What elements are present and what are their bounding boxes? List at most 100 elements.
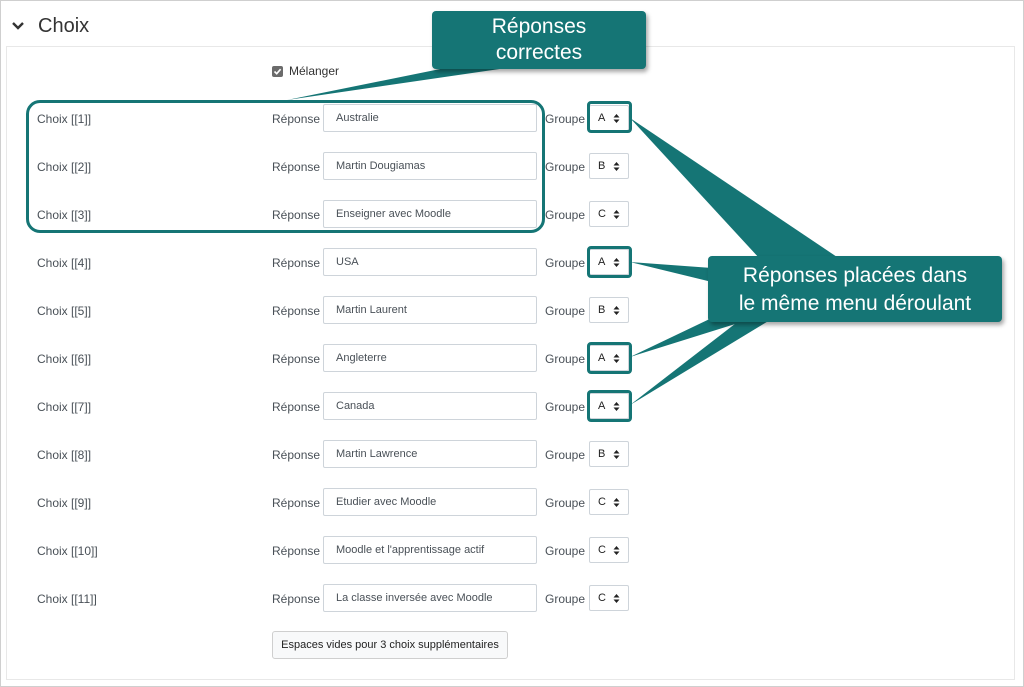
answer-label: Réponse — [272, 400, 321, 414]
answer-label: Réponse — [272, 112, 321, 126]
section-header[interactable]: Choix — [10, 12, 89, 40]
callout-correct-line1: Réponses — [491, 15, 587, 38]
shuffle-checkbox[interactable] — [272, 65, 283, 77]
group-select-value: A — [598, 112, 606, 124]
group-select-value: C — [598, 208, 606, 220]
check-icon — [273, 68, 282, 75]
group-label: Groupe — [545, 544, 586, 558]
choice-row: Choix [[1]]RéponseGroupeA — [0, 104, 700, 134]
group-select[interactable]: B — [589, 441, 629, 467]
answer-input[interactable] — [323, 344, 537, 372]
answer-label: Réponse — [272, 160, 321, 174]
select-arrows-icon — [613, 402, 620, 411]
answer-input[interactable] — [323, 296, 537, 324]
group-select-value: C — [598, 544, 606, 556]
group-select-value: C — [598, 592, 606, 604]
group-select-value: C — [598, 496, 606, 508]
answer-input[interactable] — [323, 584, 537, 612]
choice-label: Choix [[7]] — [37, 400, 92, 414]
group-select-value: B — [598, 160, 606, 172]
pointer-to-highlight — [287, 66, 520, 100]
group-label: Groupe — [545, 256, 586, 270]
choice-label: Choix [[8]] — [37, 448, 92, 462]
select-arrows-icon — [613, 306, 620, 315]
choice-row: Choix [[11]] Réponse Groupe C — [0, 584, 700, 614]
select-arrows-icon — [613, 354, 620, 363]
group-select-value: B — [598, 304, 606, 316]
group-label: Groupe — [545, 208, 586, 222]
group-label: Groupe — [545, 592, 586, 606]
choice-label: Choix [[11]] — [37, 592, 97, 606]
select-arrows-icon — [613, 162, 620, 171]
answer-input[interactable] — [323, 536, 537, 564]
group-label: Groupe — [545, 304, 586, 318]
group-select-value: B — [598, 448, 606, 460]
select-arrows-icon — [613, 498, 620, 507]
select-arrows-icon — [613, 114, 620, 123]
answer-input[interactable] — [323, 392, 537, 420]
group-label: Groupe — [545, 496, 586, 510]
answer-input[interactable] — [323, 152, 537, 180]
choice-label: Choix [[2]] — [37, 160, 92, 174]
group-label: Groupe — [545, 352, 586, 366]
group-select[interactable]: A — [589, 249, 629, 275]
group-select[interactable]: C — [589, 537, 629, 563]
answer-label: Réponse — [272, 208, 321, 222]
choice-label: Choix [[4]] — [37, 256, 92, 270]
choice-label: Choix [[6]] — [37, 352, 92, 366]
group-select[interactable]: C — [589, 585, 629, 611]
callout-same-menu-line1: Réponses placées dans — [742, 264, 968, 287]
choice-row: Choix [[4]]RéponseGroupeA — [0, 248, 700, 278]
select-arrows-icon — [613, 258, 620, 267]
group-select[interactable]: C — [589, 201, 629, 227]
group-highlight-choice-7 — [587, 390, 632, 422]
answer-label: Réponse — [272, 592, 321, 606]
choice-row: Choix [[10]]RéponseGroupeC — [0, 536, 700, 566]
choice-label: Choix [[5]] — [37, 304, 92, 318]
pointer-to-choice-6 — [630, 315, 748, 357]
choice-row: Choix [[3]] Réponse Groupe C — [0, 200, 700, 230]
callout-correct-line2: correctes — [495, 41, 583, 64]
select-arrows-icon — [613, 546, 620, 555]
choice-label: Choix [[1]] — [37, 112, 92, 126]
group-select-value: A — [598, 256, 606, 268]
group-select[interactable]: A — [589, 393, 629, 419]
pointer-to-choice-1 — [630, 118, 840, 259]
group-highlight-choice-6 — [587, 342, 632, 374]
choice-row: Choix [[5]] Réponse Groupe B — [0, 296, 700, 326]
group-select[interactable]: C — [589, 489, 629, 515]
group-label: Groupe — [545, 400, 586, 414]
answer-input[interactable] — [323, 104, 537, 132]
callout-same-menu-line2: le même menu déroulant — [738, 292, 972, 315]
group-select[interactable]: B — [589, 153, 629, 179]
select-arrows-icon — [613, 594, 620, 603]
shuffle-option[interactable]: Mélanger — [272, 64, 339, 78]
select-arrows-icon — [613, 210, 620, 219]
choice-row: Choix [[9]]RéponseGroupeC — [0, 488, 700, 518]
answer-label: Réponse — [272, 448, 321, 462]
pointer-to-choice-4 — [630, 262, 712, 282]
choice-label: Choix [[9]] — [37, 496, 92, 510]
select-arrows-icon — [613, 450, 620, 459]
shuffle-label: Mélanger — [289, 64, 340, 78]
answer-label: Réponse — [272, 352, 321, 366]
group-highlight-choice-4 — [587, 246, 632, 278]
chevron-down-icon — [12, 22, 24, 30]
group-select[interactable]: B — [589, 297, 629, 323]
answer-input[interactable] — [323, 488, 537, 516]
choice-label: Choix [[10]] — [37, 544, 98, 558]
choice-label: Choix [[3]] — [37, 208, 92, 222]
answer-label: Réponse — [272, 304, 321, 318]
callout-same-menu: Réponses placées dans le même menu dérou… — [708, 256, 1002, 322]
answer-input[interactable] — [323, 200, 537, 228]
group-select-value: A — [598, 400, 606, 412]
answer-input[interactable] — [323, 440, 537, 468]
choice-row: Choix [[6]] Réponse Groupe A — [0, 344, 700, 374]
correct-answers-highlight — [26, 100, 545, 233]
add-blanks-button[interactable]: Espaces vides pour 3 choix supplémentair… — [272, 631, 508, 659]
group-select-value: A — [598, 352, 606, 364]
group-label: Groupe — [545, 160, 586, 174]
answer-input[interactable] — [323, 248, 537, 276]
choice-row: Choix [[7]] Réponse Groupe A — [0, 392, 700, 422]
